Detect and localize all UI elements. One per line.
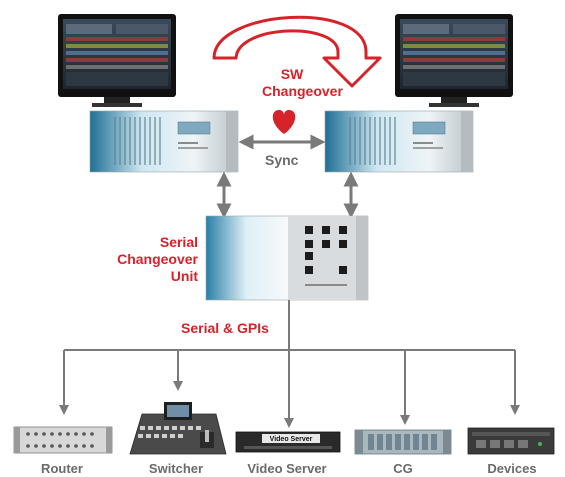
right-monitor — [395, 14, 513, 107]
serial-unit-line1: Serial — [159, 234, 198, 250]
sw-changeover-line1: SW — [280, 66, 304, 82]
switcher-label: Switcher — [148, 461, 204, 476]
video-server-panel-text: Video Server — [270, 436, 313, 443]
router-device — [13, 426, 113, 454]
serial-changeover-unit-label: Serial Changeover Unit — [100, 234, 198, 285]
serial-changeover-unit — [205, 215, 369, 301]
devices-label: Devices — [487, 461, 537, 476]
video-server-label: Video Server — [247, 461, 327, 476]
cg-label: CG — [393, 461, 413, 476]
heart-icon — [272, 110, 296, 134]
left-server-unit — [89, 110, 239, 173]
serial-unit-line2: Changeover — [117, 251, 198, 267]
switcher-device — [129, 402, 227, 455]
sw-changeover-label: SW Changeover — [262, 66, 343, 100]
generic-devices — [467, 427, 555, 455]
right-server-unit — [324, 110, 474, 173]
left-monitor — [58, 14, 176, 107]
serial-gpis-label: Serial & GPIs — [181, 320, 269, 336]
serial-unit-line3: Unit — [170, 268, 198, 284]
sw-changeover-line2: Changeover — [262, 83, 343, 99]
video-server-device: Video Server — [235, 431, 341, 453]
cg-device — [354, 429, 452, 455]
router-label: Router — [41, 461, 83, 476]
curved-arrow-icon — [212, 15, 382, 88]
sync-label: Sync — [265, 152, 299, 168]
